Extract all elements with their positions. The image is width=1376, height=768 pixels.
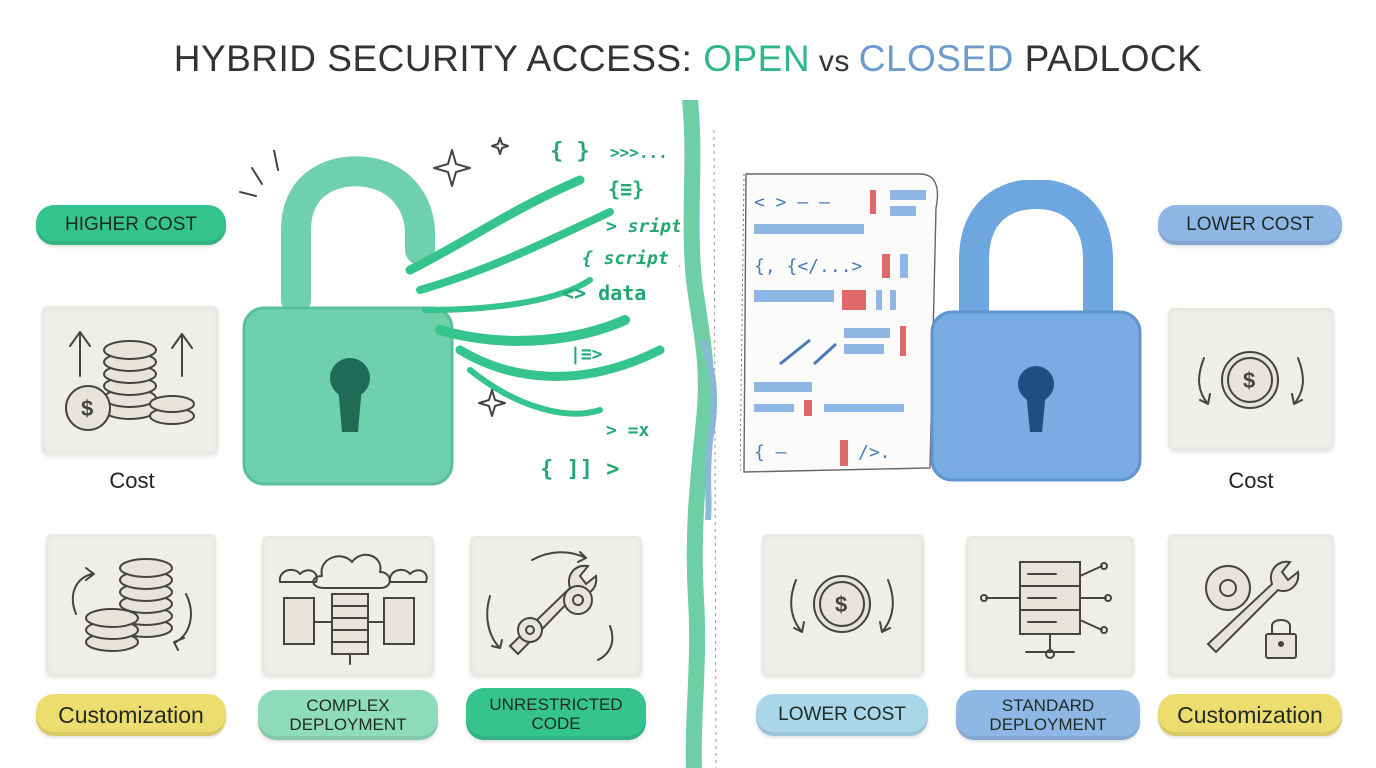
svg-text:$: $ bbox=[81, 396, 93, 421]
wrench-gears-tile bbox=[470, 536, 642, 676]
code-token-6: |≡> bbox=[570, 344, 603, 365]
lower-cost-badge-bottom: LOWER COST bbox=[756, 694, 928, 736]
coins-cycle-icon bbox=[71, 558, 192, 652]
higher-cost-badge: HIGHER COST bbox=[36, 205, 226, 245]
svg-text:$: $ bbox=[835, 592, 847, 617]
coin-down-small-icon: $ bbox=[790, 575, 894, 633]
wrench-gears-icon bbox=[486, 551, 614, 661]
code-token-0: { } bbox=[550, 139, 590, 164]
title-suffix: PADLOCK bbox=[1013, 38, 1203, 79]
unrestricted-code-line1: UNRESTRICTED bbox=[489, 695, 623, 714]
right-customization-badge: Customization bbox=[1158, 694, 1342, 736]
open-padlock-icon bbox=[239, 150, 454, 486]
title-prefix: HYBRID SECURITY ACCESS: bbox=[173, 38, 704, 79]
left-customization-badge: Customization bbox=[36, 694, 226, 736]
standard-deployment-badge: STANDARD DEPLOYMENT bbox=[956, 690, 1140, 740]
left-cost-caption: Cost bbox=[109, 468, 155, 493]
closed-code-line-3: />. bbox=[858, 442, 891, 463]
code-token-5: <> data bbox=[562, 281, 646, 305]
standard-deployment-line2: DEPLOYMENT bbox=[989, 715, 1107, 734]
title-open-word: OPEN bbox=[703, 38, 811, 79]
closed-padlock-icon bbox=[930, 180, 1142, 482]
coin-down-tile: $ bbox=[1168, 308, 1334, 450]
code-token-7: > =x bbox=[606, 420, 650, 441]
left-customization-label: Customization bbox=[58, 702, 204, 728]
lower-cost-badge-top: LOWER COST bbox=[1158, 205, 1342, 245]
complex-deployment-badge: COMPLEX DEPLOYMENT bbox=[258, 690, 438, 740]
code-token-1: >>>... bbox=[610, 143, 668, 162]
unrestricted-code-badge: UNRESTRICTED CODE bbox=[466, 688, 646, 740]
closed-code-panel: < > — — {, {</...> { — />. bbox=[740, 173, 939, 473]
title-closed-word: CLOSED bbox=[858, 38, 1014, 79]
coin-down-small-tile: $ bbox=[762, 534, 924, 676]
closed-code-line-1: {, {</...> bbox=[754, 256, 863, 277]
right-cost-caption: Cost bbox=[1228, 468, 1274, 493]
cloud-servers-tile bbox=[262, 536, 434, 676]
title-vs-word: vs bbox=[810, 45, 859, 78]
cloud-servers-icon bbox=[278, 553, 428, 665]
coins-up-tile: $ bbox=[42, 306, 218, 454]
open-code-stream: { } >>>... {≡} > sript { script } <> dat… bbox=[405, 137, 680, 482]
wrench-lock-tile bbox=[1168, 534, 1334, 676]
coin-down-icon: $ bbox=[1198, 351, 1304, 409]
complex-deployment-line1: COMPLEX bbox=[306, 696, 390, 715]
complex-deployment-line2: DEPLOYMENT bbox=[289, 715, 407, 734]
closed-code-line-2: { — bbox=[754, 442, 787, 463]
closed-code-line-0: < > — — bbox=[754, 192, 830, 213]
server-network-icon bbox=[980, 561, 1112, 659]
code-token-4: { script } bbox=[582, 248, 680, 269]
unrestricted-code-line2: CODE bbox=[531, 714, 581, 733]
code-token-3: > sript bbox=[606, 216, 680, 237]
server-network-tile bbox=[966, 536, 1134, 676]
code-token-2: {≡} bbox=[608, 177, 644, 201]
lower-cost-badge-bottom-label: LOWER COST bbox=[778, 704, 906, 725]
page-title: HYBRID SECURITY ACCESS: OPEN vs CLOSED P… bbox=[0, 38, 1376, 80]
standard-deployment-line1: STANDARD bbox=[1001, 696, 1095, 715]
right-customization-label: Customization bbox=[1177, 702, 1323, 728]
wrench-lock-icon bbox=[1205, 560, 1300, 659]
svg-text:$: $ bbox=[1243, 368, 1255, 393]
coins-up-icon: $ bbox=[65, 331, 195, 431]
center-divider bbox=[682, 100, 718, 768]
lower-cost-badge-top-label: LOWER COST bbox=[1186, 214, 1314, 235]
coins-cycle-tile bbox=[46, 534, 216, 676]
higher-cost-label: HIGHER COST bbox=[65, 214, 197, 235]
code-token-8: { ]] > bbox=[540, 457, 619, 482]
